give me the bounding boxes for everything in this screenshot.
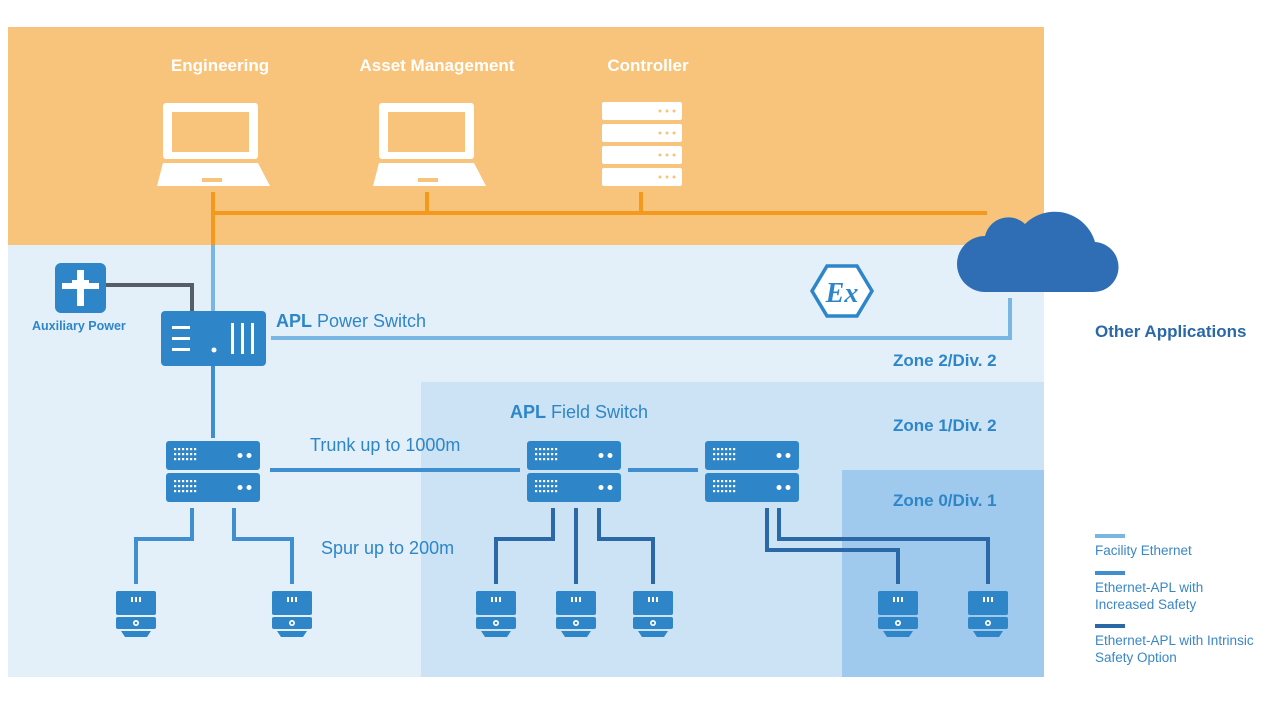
facility-ethernet-bus	[211, 192, 987, 245]
legend-swatch-increased	[1095, 571, 1125, 575]
asset-management-laptop-icon	[373, 103, 486, 186]
field-switch-1-icon	[166, 441, 260, 502]
apl-power-switch-label: APL Power Switch	[276, 311, 426, 332]
engineering-label: Engineering	[170, 56, 270, 75]
field-device-2-icon	[272, 591, 312, 637]
legend-intrinsic-safety: Ethernet-APL with Intrinsic Safety Optio…	[1095, 624, 1265, 666]
spur-label: Spur up to 200m	[321, 538, 455, 558]
zone2-label: Zone 2/Div. 2	[893, 351, 997, 370]
apl-power-switch-rest: Power Switch	[312, 311, 427, 331]
cloud-icon	[957, 211, 1119, 293]
auxiliary-power-line	[106, 283, 194, 311]
ex-symbol-text: Ex	[825, 278, 859, 309]
auxiliary-power-label: Auxiliary Power	[32, 319, 126, 333]
field-switch-3-icon	[705, 441, 799, 502]
controller-server-icon	[602, 102, 682, 186]
apl-field-switch-rest: Field Switch	[546, 402, 649, 422]
auxiliary-power-icon	[55, 263, 106, 313]
field-device-6-icon	[878, 591, 918, 637]
legend-swatch-facility	[1095, 534, 1125, 538]
apl-power-switch-prefix: APL	[276, 311, 312, 331]
facility-ethernet-links	[211, 245, 1012, 340]
field-device-1-icon	[116, 591, 156, 637]
legend-increased-safety: Ethernet-APL with Increased Safety	[1095, 571, 1265, 613]
legend-facility-ethernet: Facility Ethernet	[1095, 534, 1265, 559]
asset-management-label: Asset Management	[359, 56, 515, 75]
apl-power-switch-icon	[161, 311, 266, 366]
field-device-5-icon	[633, 591, 673, 637]
other-applications-label: Other Applications	[1095, 322, 1247, 341]
field-switch-2-icon	[527, 441, 621, 502]
legend-text-facility: Facility Ethernet	[1095, 543, 1192, 558]
zone0-area	[842, 470, 1044, 677]
apl-field-switch-prefix: APL	[510, 402, 546, 422]
field-device-4-icon	[556, 591, 596, 637]
apl-field-switch-label: APL Field Switch	[510, 402, 648, 423]
trunk-label: Trunk up to 1000m	[310, 435, 461, 455]
legend-swatch-intrinsic	[1095, 624, 1125, 628]
ex-symbol-icon: Ex	[809, 264, 875, 318]
legend-text-increased: Ethernet-APL with Increased Safety	[1095, 580, 1204, 612]
apl-intrinsic-safety-lines	[494, 508, 990, 584]
field-device-3-icon	[476, 591, 516, 637]
controller-label: Controller	[607, 56, 689, 75]
zone0-label: Zone 0/Div. 1	[893, 491, 997, 510]
legend-text-intrinsic: Ethernet-APL with Intrinsic Safety Optio…	[1095, 633, 1254, 665]
engineering-laptop-icon	[157, 103, 270, 186]
apl-increased-safety-lines	[134, 366, 698, 584]
field-device-7-icon	[968, 591, 1008, 637]
zone1-label: Zone 1/Div. 2	[893, 416, 997, 435]
